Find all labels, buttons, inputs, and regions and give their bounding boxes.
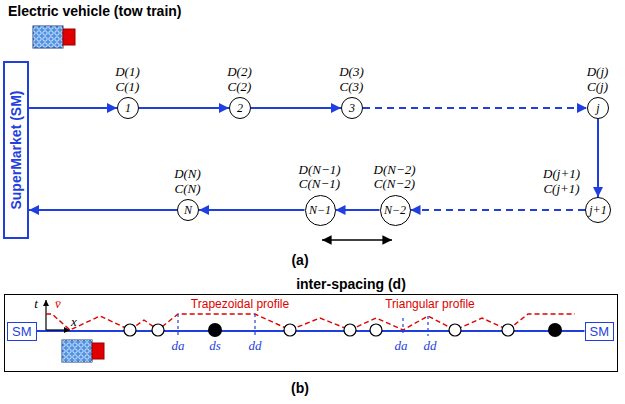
stop-dot (548, 323, 562, 337)
subfigure-tag: (b) (291, 380, 309, 396)
station-dot (124, 324, 514, 336)
spacing-marker (402, 318, 403, 336)
demand-capacity-label: D(N−2) C(N−2) (374, 163, 416, 192)
flow-arrow (597, 119, 599, 197)
panel-heading: inter-spacing (d) (296, 276, 406, 292)
tow-train-icon (33, 26, 63, 48)
station-number: N−1 (309, 204, 331, 216)
station-number: N−2 (384, 204, 406, 216)
station-number: j+1 (589, 204, 606, 216)
annotation-label: Trapezoidal profile (191, 297, 289, 311)
station-number: j (596, 102, 599, 114)
spacing-marker (427, 316, 428, 336)
supermarket-box: SM (7, 322, 37, 341)
demand-capacity-label: D(1) C(1) (115, 65, 140, 94)
station-number: N (184, 204, 192, 216)
station-dot (449, 324, 461, 336)
demand-capacity-label: D(j+1) C(j+1) (543, 167, 580, 196)
flow-arrow (251, 107, 341, 109)
tow-train-icon (33, 26, 75, 48)
flow-arrow (363, 107, 587, 109)
supermarket-label: SM (590, 324, 610, 339)
axes (45, 300, 46, 330)
annotation-label: da (395, 338, 408, 354)
demand-capacity-label: D(2) C(2) (227, 65, 252, 94)
figure-title: Electric vehicle (tow train) (8, 3, 182, 19)
tow-train-icon (63, 29, 75, 45)
station-number: 1 (125, 102, 131, 114)
station-circle: 2D(2) C(2) (229, 97, 251, 119)
inter-spacing-panel: inter-spacing (d)SMSM (4, 294, 618, 372)
supermarket-box: SuperMarket (SM) (3, 61, 29, 239)
demand-capacity-label: D(j) C(j) (587, 65, 609, 94)
station-dot (344, 324, 356, 336)
tow-train-icon (33, 26, 63, 48)
station-circle: 1D(1) C(1) (117, 97, 139, 119)
station-circle: jD(j) C(j) (587, 97, 609, 119)
flow-arrow (411, 209, 586, 211)
supermarket-label: SuperMarket (SM) (8, 90, 24, 209)
tow-train-icon (62, 340, 104, 362)
annotation-label: ds (209, 338, 221, 354)
station-number: 3 (349, 102, 355, 114)
stop-dot (208, 323, 562, 337)
flow-arrow (29, 209, 177, 211)
spacing-marker (177, 314, 178, 336)
annotation-label: v̄ (55, 296, 61, 312)
flow-arrow (199, 209, 305, 211)
station-dot (284, 324, 296, 336)
tow-train-icon (92, 343, 104, 359)
station-circle: j+1D(j+1) C(j+1) (585, 197, 611, 223)
station-dot (124, 324, 136, 336)
span-arrow (322, 239, 392, 241)
station-number: 2 (237, 102, 243, 114)
station-dot (152, 324, 164, 336)
demand-capacity-label: D(N) C(N) (174, 167, 201, 196)
station-circle: 3D(3) C(3) (341, 97, 363, 119)
station-dot (502, 324, 514, 336)
tow-train-icon (62, 340, 92, 362)
tow-train-icon (62, 340, 92, 362)
annotation-label: x (71, 314, 77, 330)
annotation-label: da (172, 338, 185, 354)
annotation-label: Triangular profile (385, 297, 475, 311)
flow-arrow (139, 107, 229, 109)
stop-dot (208, 323, 222, 337)
supermarket-label: SM (12, 324, 32, 339)
annotation-label: dd (424, 338, 437, 354)
annotation-label: dd (249, 338, 262, 354)
subfigure-tag: (a) (291, 252, 308, 268)
annotation-label: t (34, 296, 38, 312)
station-dot (370, 324, 382, 336)
flow-arrow (29, 107, 117, 109)
supermarket-box: SM (585, 322, 615, 341)
flow-arrow (336, 209, 380, 211)
station-circle: N−2D(N−2) C(N−2) (380, 195, 411, 226)
station-circle: N−1D(N−1) C(N−1) (305, 195, 336, 226)
demand-capacity-label: D(3) C(3) (339, 65, 364, 94)
spacing-marker (178, 314, 428, 336)
spacing-marker (254, 314, 255, 336)
axes (46, 329, 70, 330)
station-circle: ND(N) C(N) (177, 199, 199, 221)
demand-capacity-label: D(N−1) C(N−1) (299, 163, 341, 192)
